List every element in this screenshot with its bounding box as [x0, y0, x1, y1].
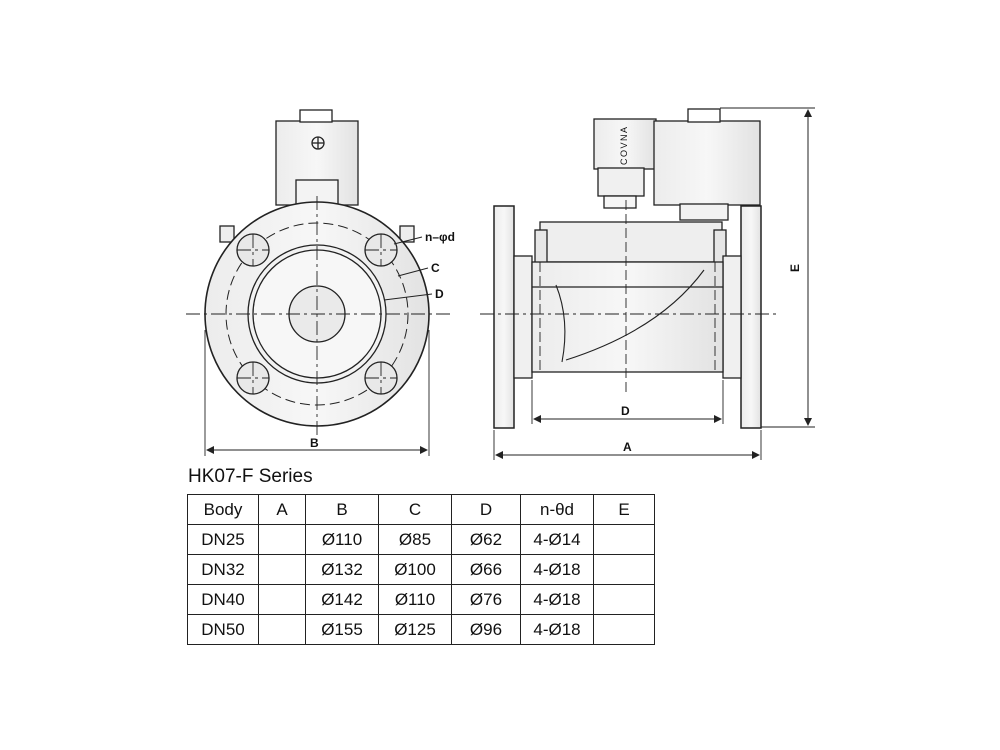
- table-cell: Ø125: [378, 614, 452, 645]
- connector-box: [593, 118, 657, 170]
- table-cell: Ø132: [305, 554, 379, 585]
- table-cell: [593, 614, 655, 645]
- table-row: DN25 Ø110 Ø85 Ø62 4-Ø14: [187, 524, 655, 555]
- left-flange: [493, 205, 515, 429]
- table-cell: 4-Ø14: [520, 524, 594, 555]
- header-cell: C: [378, 494, 452, 525]
- label-bolt-holes: n–φd: [425, 230, 455, 244]
- table-cell: Ø155: [305, 614, 379, 645]
- side-coil: [653, 120, 761, 206]
- header-cell: A: [258, 494, 306, 525]
- brand-label: COVNA: [619, 125, 629, 165]
- table-cell: Ø66: [451, 554, 521, 585]
- table-cell: Ø142: [305, 584, 379, 615]
- valve-body: [531, 261, 724, 373]
- table-cell: [593, 584, 655, 615]
- side-view: [480, 107, 815, 460]
- table-cell: Ø62: [451, 524, 521, 555]
- table-cell: Ø76: [451, 584, 521, 615]
- front-view: [186, 109, 450, 456]
- table-header-row: Body A B C D n-θd E: [187, 494, 655, 525]
- table-cell: [593, 554, 655, 585]
- table-cell: Ø110: [378, 584, 452, 615]
- table-cell: [593, 524, 655, 555]
- table-cell: 4-Ø18: [520, 554, 594, 585]
- table-cell: [258, 614, 306, 645]
- label-front-d: D: [435, 287, 444, 301]
- table-cell: Ø96: [451, 614, 521, 645]
- table-cell: DN50: [187, 614, 259, 645]
- table-cell: Ø100: [378, 554, 452, 585]
- table-cell: [258, 524, 306, 555]
- label-side-e: E: [788, 264, 802, 272]
- label-front-c: C: [431, 261, 440, 275]
- header-cell: E: [593, 494, 655, 525]
- series-title: HK07-F Series: [188, 466, 313, 487]
- header-cell: Body: [187, 494, 259, 525]
- header-cell: B: [305, 494, 379, 525]
- table-cell: Ø110: [305, 524, 379, 555]
- table-cell: [258, 554, 306, 585]
- table-cell: DN40: [187, 584, 259, 615]
- label-side-a: A: [623, 440, 632, 454]
- header-cell: n-θd: [520, 494, 594, 525]
- table-cell: 4-Ø18: [520, 614, 594, 645]
- label-front-b: B: [310, 436, 319, 450]
- table-cell: Ø85: [378, 524, 452, 555]
- table-cell: DN25: [187, 524, 259, 555]
- table-row: DN32 Ø132 Ø100 Ø66 4-Ø18: [187, 554, 655, 585]
- valve-drawing: n–φd C D B: [186, 107, 815, 460]
- dimension-table: Body A B C D n-θd E DN25 Ø110 Ø85 Ø62 4-…: [187, 494, 655, 645]
- label-side-d: D: [621, 404, 630, 418]
- table-cell: [258, 584, 306, 615]
- table-row: DN40 Ø142 Ø110 Ø76 4-Ø18: [187, 584, 655, 615]
- table-row: DN50 Ø155 Ø125 Ø96 4-Ø18: [187, 614, 655, 645]
- header-cell: D: [451, 494, 521, 525]
- table-cell: 4-Ø18: [520, 584, 594, 615]
- table-cell: DN32: [187, 554, 259, 585]
- right-flange: [740, 205, 762, 429]
